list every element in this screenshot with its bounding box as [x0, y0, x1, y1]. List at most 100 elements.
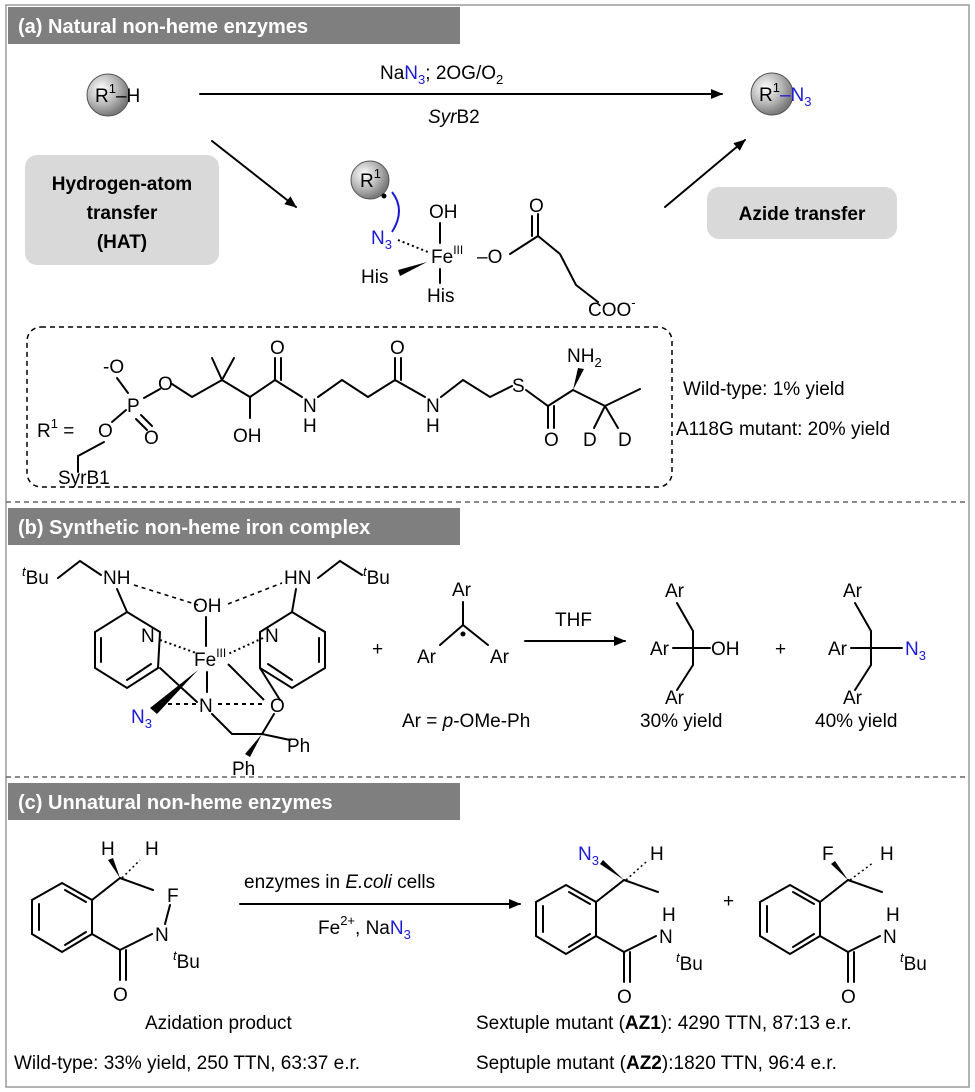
- sub-h-left: H: [101, 839, 115, 860]
- section-a-header-bg: [8, 7, 460, 44]
- cd2-bond: [572, 389, 606, 407]
- plus-b1: +: [372, 639, 383, 660]
- amide2-n: N: [426, 396, 440, 417]
- prod-n3: N3: [578, 844, 599, 868]
- sub-h-hash: [121, 859, 141, 879]
- complex-his1: His: [361, 267, 388, 288]
- pyr-right-double-2: [267, 663, 293, 681]
- plus-c: +: [723, 891, 734, 912]
- fe-complex-a: R1 OH N3 FeIII –O His His O COO-: [350, 160, 636, 321]
- hbond-left: [133, 584, 199, 606]
- hn-ring-right: [291, 588, 297, 613]
- prod-n3-wedge: [600, 860, 624, 880]
- trityl-ar-left: Ar: [417, 647, 437, 668]
- alc-ar-top: Ar: [665, 581, 685, 602]
- thioester-o: O: [544, 430, 559, 451]
- pyridine-right: [259, 610, 326, 690]
- fe-n-right: [227, 637, 264, 655]
- trityl-ar-right: Ar: [490, 647, 510, 668]
- complex-b-n3: N3: [131, 707, 152, 731]
- syrb1-label: SyrB1: [58, 468, 110, 489]
- complex-coo: COO-: [588, 295, 636, 321]
- p-o1-bond: [143, 388, 161, 399]
- trityl-ar-top: Ar: [452, 580, 472, 601]
- section-b: (b) Synthetic non-heme iron complex tBu …: [8, 508, 926, 780]
- fprod-cn: [847, 935, 881, 953]
- fprod-h: H: [880, 844, 894, 865]
- d2-bond: [604, 405, 619, 429]
- section-c-header: (c) Unnatural non-heme enzymes: [18, 792, 333, 814]
- prod-n: N: [659, 927, 673, 948]
- amide1-o: O: [270, 338, 285, 359]
- trityl-alcohol: Ar Ar OH Ar: [650, 581, 740, 709]
- prod-methyl: [623, 879, 659, 893]
- p-o2: O: [144, 428, 159, 449]
- complex-fe: FeIII: [431, 243, 463, 268]
- fprod-f: F: [822, 844, 834, 865]
- prod-benz-d3: [568, 933, 591, 948]
- fprod-benzene: [759, 883, 821, 956]
- section-c-header-bg: [8, 783, 460, 820]
- prod-tbu: tBu: [676, 950, 703, 975]
- fe-conditions: Fe2+, NaN3: [318, 913, 411, 942]
- fprod-nh-h: H: [886, 905, 900, 926]
- azide-transfer-arrow: [664, 139, 746, 208]
- azide-transfer-box: [707, 187, 897, 239]
- thf-label: THF: [555, 610, 592, 631]
- struct-oh: OH: [233, 426, 262, 447]
- radical-label: R1: [360, 166, 381, 192]
- struct-d2: D: [618, 430, 632, 451]
- az-ar-top: Ar: [843, 581, 863, 602]
- azidation-label: Azidation product: [145, 1013, 293, 1034]
- methyl-2: [221, 357, 235, 381]
- sub-cn: [119, 933, 153, 951]
- amide1-n: N: [303, 396, 317, 417]
- o-ch2-bond: [77, 441, 105, 457]
- sub-h-right: H: [145, 839, 159, 860]
- ph1-label: Ph: [287, 736, 310, 757]
- substrate-label: R1–H: [95, 81, 140, 107]
- amide1-h: H: [303, 416, 317, 437]
- p-o-minus: -O: [103, 357, 124, 378]
- trityl-azide: Ar Ar N3 Ar: [828, 581, 926, 709]
- az-bond-bottom: [854, 664, 872, 691]
- product2-yield: 40% yield: [815, 711, 897, 732]
- pyridine-left: [94, 610, 162, 690]
- p-o1: O: [158, 374, 173, 395]
- r1-definition-box: [26, 326, 673, 488]
- prod-benzene: [535, 883, 597, 956]
- p-o3: O: [98, 421, 113, 442]
- ar-definition: Ar = p-OMe-Ph: [402, 711, 530, 732]
- fprod-tbu: tBu: [900, 950, 927, 975]
- fe-o-bond: [227, 663, 265, 701]
- succinate-chain: [509, 234, 599, 303]
- r1-label: R1 =: [37, 416, 74, 442]
- sub-nf: [164, 904, 171, 925]
- d1-bond: [593, 405, 606, 429]
- hat-box: [25, 155, 219, 265]
- fprod-benz-d2: [792, 891, 815, 905]
- sub-benzene: [31, 881, 93, 954]
- tbu-left: tBu: [22, 564, 49, 589]
- hbond-right: [227, 582, 283, 605]
- fprod-carbonyl-link: [819, 935, 849, 953]
- pantetheine-chain-3: [440, 378, 513, 399]
- alc-ar-mid: Ar: [650, 639, 670, 660]
- p-double-o-2: [135, 418, 148, 431]
- tbu-right-chain: [317, 559, 363, 579]
- nh-left: NH: [103, 568, 130, 589]
- fprod-o: O: [841, 987, 856, 1008]
- az-n3: N3: [905, 639, 926, 663]
- thioester-chain: [525, 389, 574, 408]
- fprod-n: N: [883, 927, 897, 948]
- fe-n3-wedge: [150, 670, 198, 714]
- prod-h-hash: [625, 861, 647, 881]
- tbu-right: tBu: [363, 564, 390, 589]
- fprod-ring-link: [819, 879, 849, 903]
- amine-n: N: [199, 696, 213, 717]
- struct-d1: D: [583, 430, 597, 451]
- p-atom: P: [127, 396, 140, 417]
- pantetheine-chain-1: [171, 378, 303, 399]
- prod-h: H: [650, 844, 664, 865]
